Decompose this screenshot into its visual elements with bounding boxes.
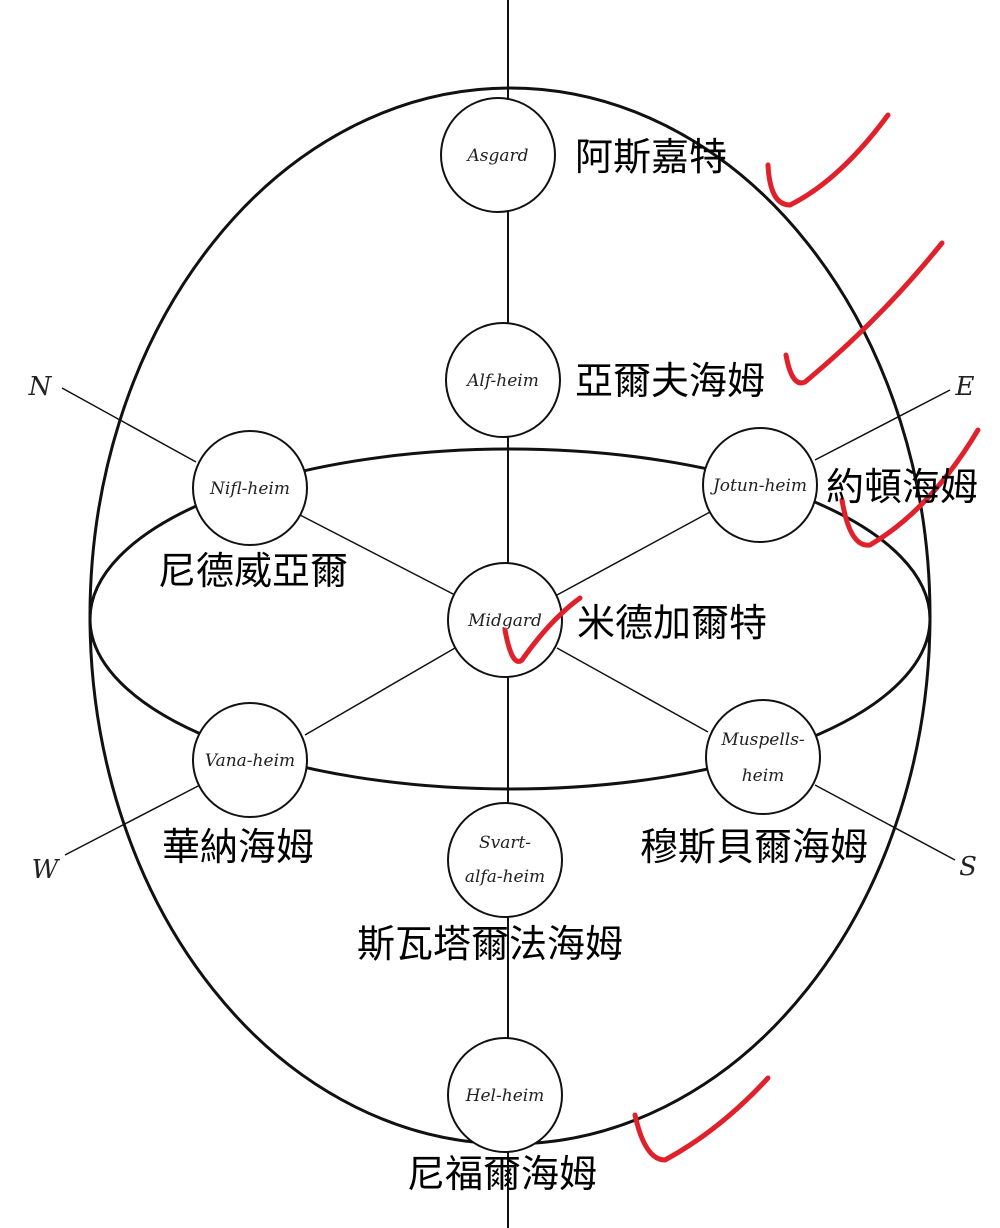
zh-asgard: 阿斯嘉特 [575,135,728,179]
zh-vanaheim: 華納海姆 [162,825,315,869]
zh-muspellsheim: 穆斯貝爾海姆 [640,825,869,869]
zh-alfheim: 亞爾夫海姆 [575,359,766,403]
axis-n [61,387,197,463]
label-helheim: Hel-heim [465,1086,545,1106]
realm-circle-asgard [440,97,556,213]
check-mark-helheim [632,1075,771,1163]
label-svartalfaheim-2: alfa-heim [465,867,545,887]
middle-plane-ellipse [88,447,932,791]
realm-circle-vanaheim [192,702,308,818]
zh-jotunheim: 約頓海姆 [826,465,979,509]
zh-svartalfaheim: 斯瓦塔爾法海姆 [357,922,624,966]
realm-circle-niflheim [192,430,308,546]
label-alfheim: Alf-heim [465,371,539,391]
label-vanaheim: Vana-heim [205,751,295,771]
realm-circle-jotunheim [702,427,818,543]
link-nifl-midgard [299,514,456,596]
axis-s [814,784,956,861]
realm-circle-alfheim [445,322,561,438]
check-mark-asgard [765,112,891,208]
compass-w: W [32,855,61,885]
link-vana-midgard [304,647,456,736]
axis-e [814,389,951,461]
realm-circle-helheim [447,1037,563,1153]
link-muspells-midgard [556,647,709,733]
check-mark-alfheim [783,240,945,386]
link-jotun-midgard [556,511,711,596]
label-svartalfaheim-1: Svart- [479,833,531,853]
label-muspellsheim-2: heim [742,766,785,786]
label-asgard: Asgard [465,146,528,166]
check-mark-midgard [502,595,583,664]
zh-niflheim: 尼德威亞爾 [158,549,349,593]
label-midgard: Midgard [467,611,542,631]
check-mark-jotunheim [839,427,981,548]
label-niflheim: Nifl-heim [209,479,290,499]
compass-n: N [28,372,53,402]
realm-circle-svartalfaheim [447,802,563,918]
compass-s: S [959,852,977,882]
zh-midgard: 米德加爾特 [577,601,768,645]
compass-e: E [955,372,975,402]
realm-circle-muspellsheim [705,699,821,815]
label-jotunheim: Jotun-heim [710,476,807,496]
zh-helheim: 尼福爾海姆 [407,1152,598,1196]
axis-w [64,784,201,856]
label-muspellsheim-1: Muspells- [720,730,805,750]
